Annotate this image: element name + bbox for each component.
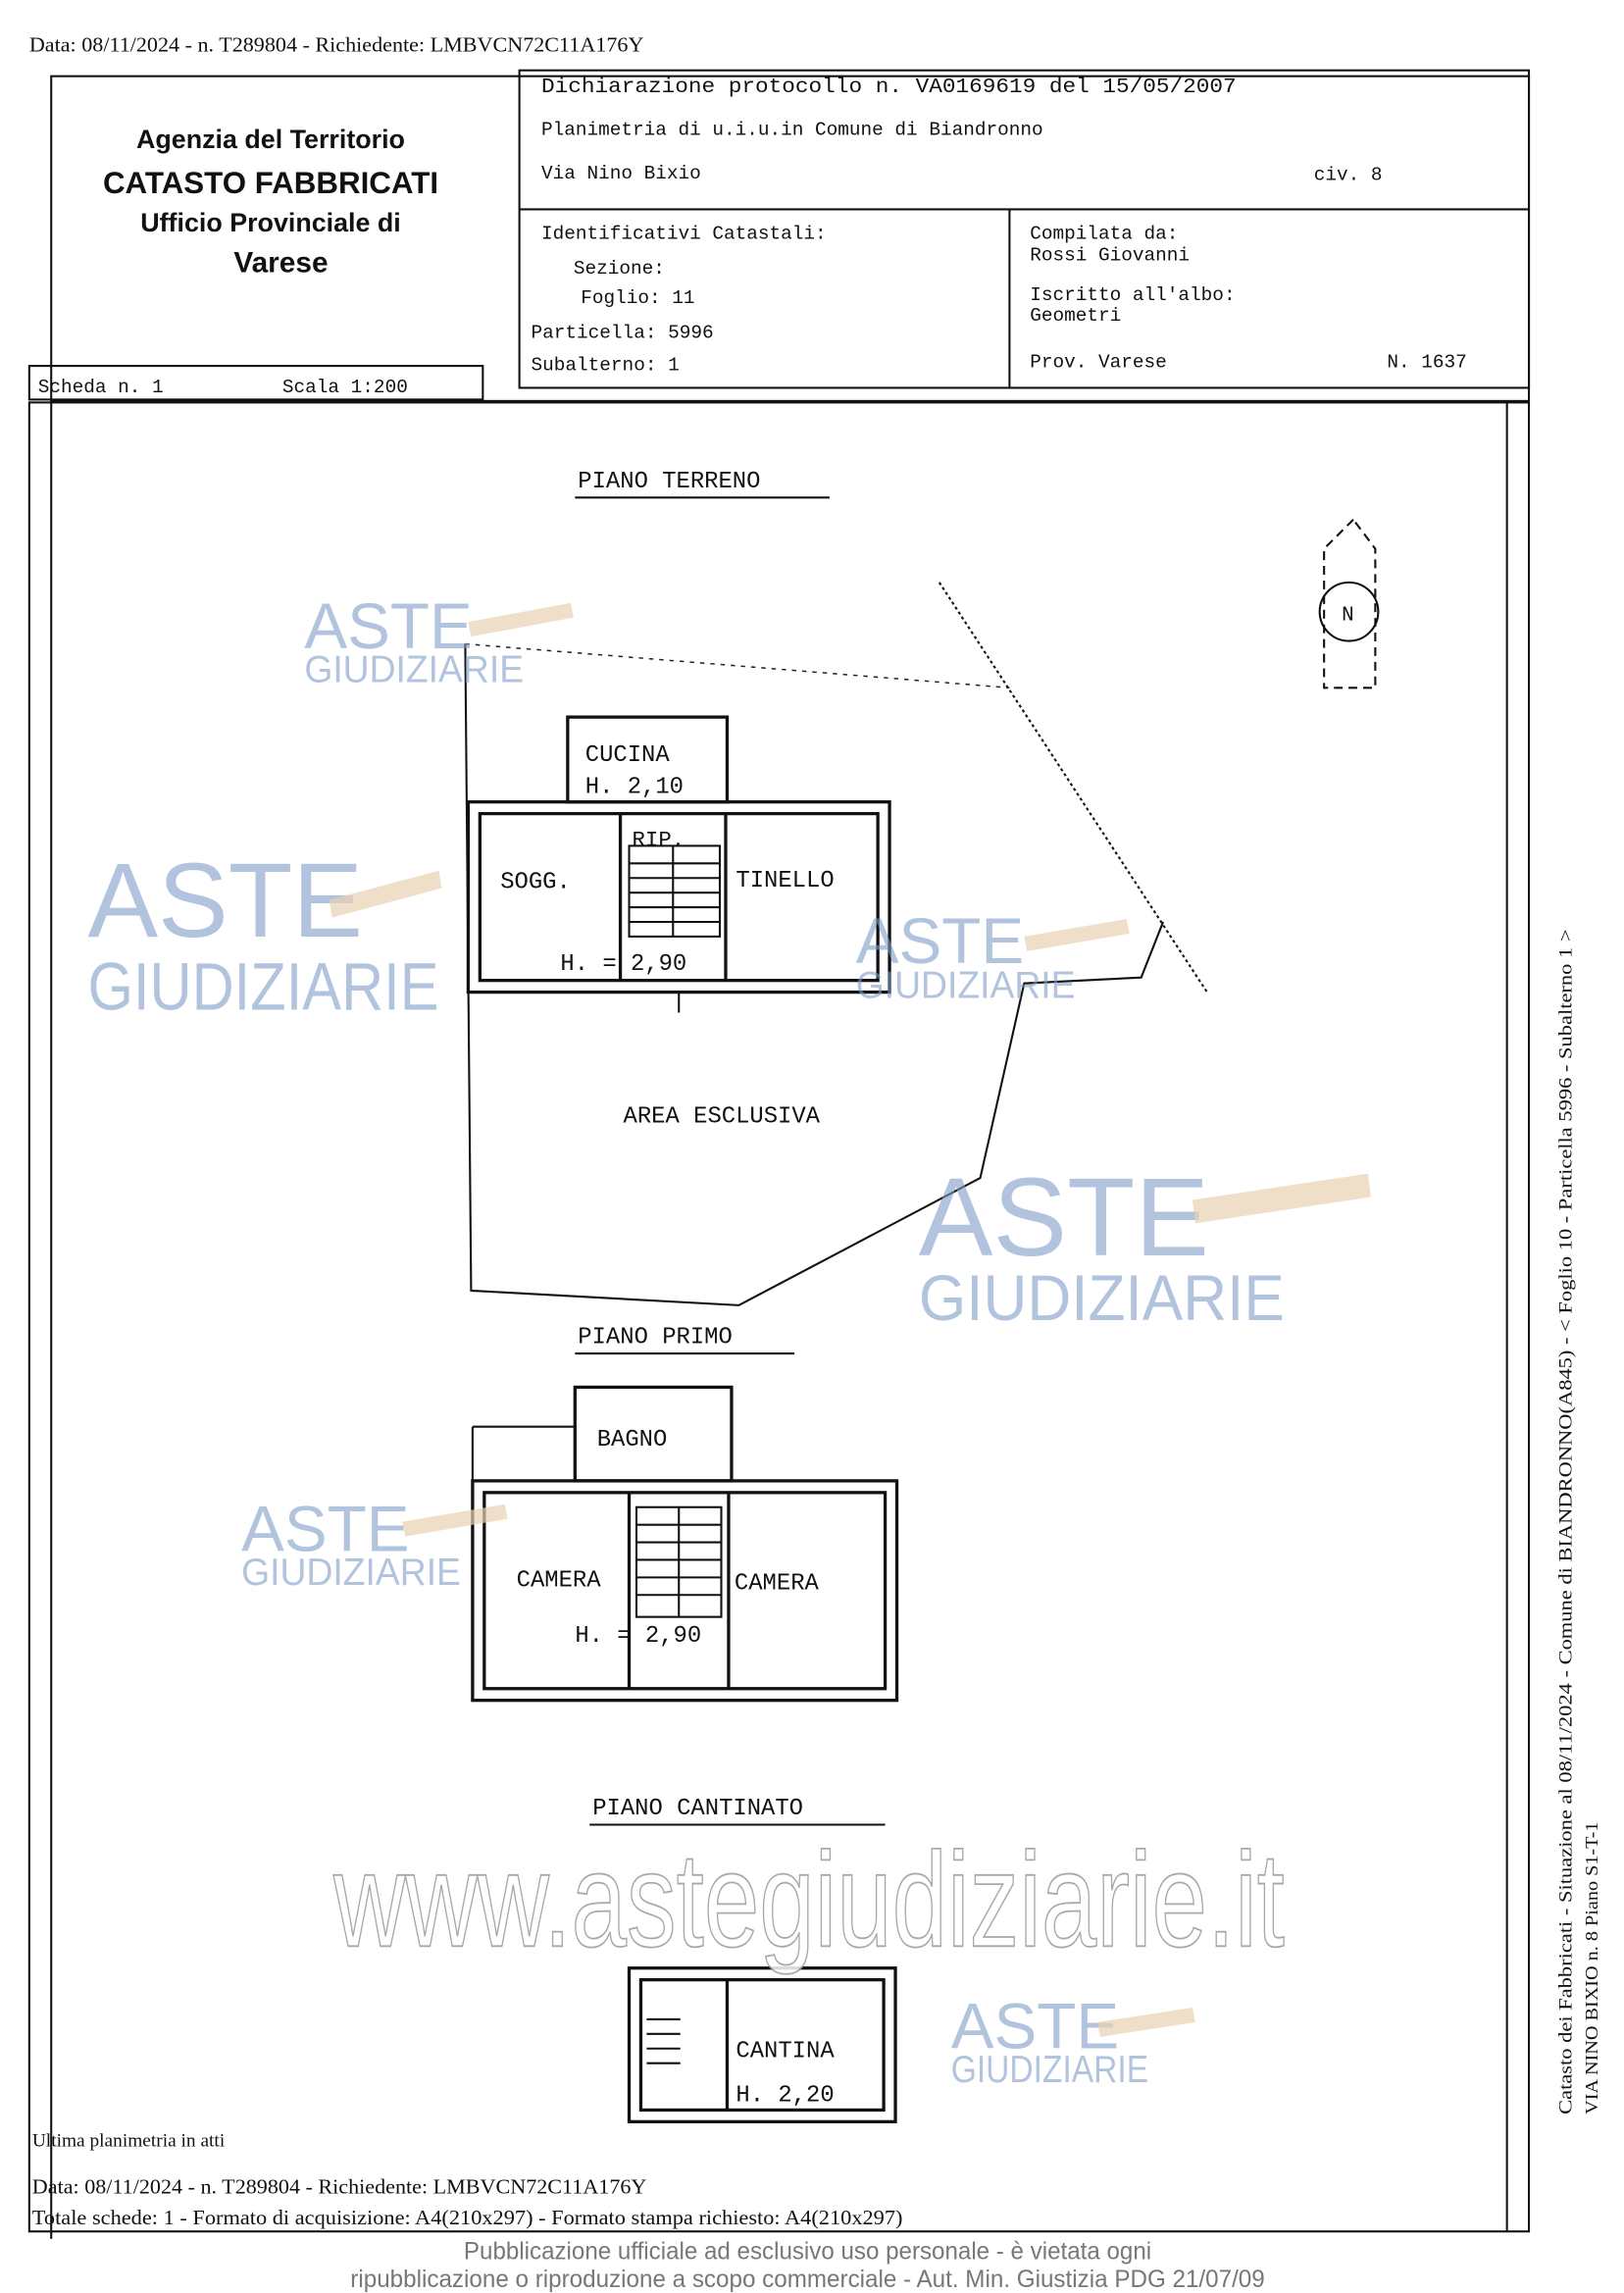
camera-right-label: CAMERA: [735, 1570, 820, 1597]
civic-number: civ. 8: [1314, 165, 1383, 186]
exclusive-area-boundary: [464, 643, 1165, 1306]
svg-text:ASTE: ASTE: [951, 1991, 1119, 2063]
ground-floor-plan: [466, 715, 891, 1013]
svg-text:GIUDIZIARIE: GIUDIZIARIE: [241, 1552, 461, 1594]
camera-left-label: CAMERA: [517, 1567, 602, 1594]
ground-height: H. = 2,90: [560, 951, 686, 978]
subalterno: Subalterno: 1: [532, 355, 680, 377]
office-label: Ufficio Provinciale di: [140, 208, 401, 237]
svg-text:ASTE: ASTE: [304, 590, 472, 662]
site-boundary: [465, 642, 1010, 689]
identifiers-label: Identificativi Catastali:: [541, 223, 827, 244]
svg-text:GIUDIZIARIE: GIUDIZIARIE: [88, 949, 439, 1025]
planimetry-line: Planimetria di u.i.u.in Comune di Biandr…: [541, 119, 1043, 140]
svg-text:GIUDIZIARIE: GIUDIZIARIE: [951, 2049, 1148, 2091]
register-label: Iscritto all'albo:: [1030, 284, 1235, 306]
cucina-label: CUCINA: [585, 742, 671, 769]
ground-floor-title: PIANO TERRENO: [578, 469, 760, 495]
rip-label: RIP.: [632, 827, 685, 852]
svg-text:ASTE: ASTE: [241, 1494, 409, 1565]
particella: Particella: 5996: [532, 323, 714, 344]
svg-text:GIUDIZIARIE: GIUDIZIARIE: [856, 965, 1076, 1007]
province-name: Varese: [233, 247, 328, 280]
basement-title: PIANO CANTINATO: [592, 1796, 803, 1822]
watermark-logo: ASTE GIUDIZIARIE: [304, 590, 574, 690]
watermark-logo: ASTE GIUDIZIARIE: [951, 1991, 1195, 2091]
svg-text:ASTE: ASTE: [919, 1155, 1209, 1280]
sogg-label: SOGG.: [500, 870, 571, 896]
street: Via Nino Bixio: [541, 163, 701, 184]
watermark-url: www.astegiudiziarie.it: [332, 1825, 1284, 1975]
disclaimer-line2: ripubblicazione o riproduzione a scopo c…: [350, 2266, 1264, 2293]
compiled-by: Rossi Giovanni: [1030, 245, 1190, 267]
side-info-line2: VIA NINO BIXIO n. 8 Piano S1-T-1: [1582, 1822, 1601, 2115]
footer-data-line: Data: 08/11/2024 - n. T289804 - Richiede…: [32, 2174, 647, 2198]
north-arrow: N: [1318, 518, 1380, 689]
cantina-height: H. 2,20: [736, 2082, 834, 2109]
foglio: Foglio: 11: [581, 287, 694, 309]
cantina-label: CANTINA: [736, 2039, 835, 2065]
watermark-logo: ASTE GIUDIZIARIE: [856, 905, 1130, 1007]
svg-text:ASTE: ASTE: [88, 841, 364, 959]
register: Geometri: [1030, 305, 1121, 327]
header-right-box: [518, 69, 1531, 389]
agency-name: Agenzia del Territorio: [136, 125, 405, 154]
sezione: Sezione:: [574, 258, 665, 280]
watermark-logo: ASTE GIUDIZIARIE: [88, 841, 442, 1025]
area-label: AREA ESCLUSIVA: [624, 1103, 821, 1130]
basement-plan: [627, 1966, 897, 2123]
scheda-box: [27, 365, 484, 401]
first-floor-title: PIANO PRIMO: [578, 1325, 733, 1351]
reg-number: N. 1637: [1387, 352, 1466, 374]
compiled-by-label: Compilata da:: [1030, 223, 1178, 244]
prov: Prov. Varese: [1030, 352, 1167, 374]
scale: Scala 1:200: [282, 377, 408, 398]
footer-totale-line: Totale schede: 1 - Formato di acquisizio…: [32, 2206, 903, 2229]
watermark-logo: ASTE GIUDIZIARIE: [919, 1155, 1371, 1334]
top-stamp: Data: 08/11/2024 - n. T289804 - Richiede…: [29, 32, 644, 56]
first-height: H. = 2,90: [575, 1623, 701, 1650]
north-label: N: [1342, 605, 1354, 628]
catasto-title: CATASTO FABBRICATI: [103, 166, 438, 200]
bagno-label: BAGNO: [597, 1427, 668, 1453]
watermark-logo: ASTE GIUDIZIARIE: [241, 1494, 508, 1594]
tinello-label: TINELLO: [736, 868, 834, 894]
cucina-height: H. 2,10: [585, 775, 684, 801]
side-info-line1: Catasto dei Fabbricati - Situazione al 0…: [1555, 929, 1576, 2114]
scheda-number: Scheda n. 1: [38, 377, 164, 398]
disclaimer-line1: Pubblicazione ufficiale ad esclusivo uso…: [464, 2238, 1151, 2266]
declaration-line: Dichiarazione protocollo n. VA0169619 de…: [541, 76, 1237, 99]
first-floor-plan: [471, 1385, 899, 1703]
svg-text:GIUDIZIARIE: GIUDIZIARIE: [304, 648, 524, 690]
last-planimetry-note: Ultima planimetria in atti: [32, 2131, 226, 2152]
svg-text:GIUDIZIARIE: GIUDIZIARIE: [919, 1262, 1285, 1334]
svg-text:ASTE: ASTE: [856, 905, 1024, 977]
drawing-frame: [27, 401, 1531, 2233]
